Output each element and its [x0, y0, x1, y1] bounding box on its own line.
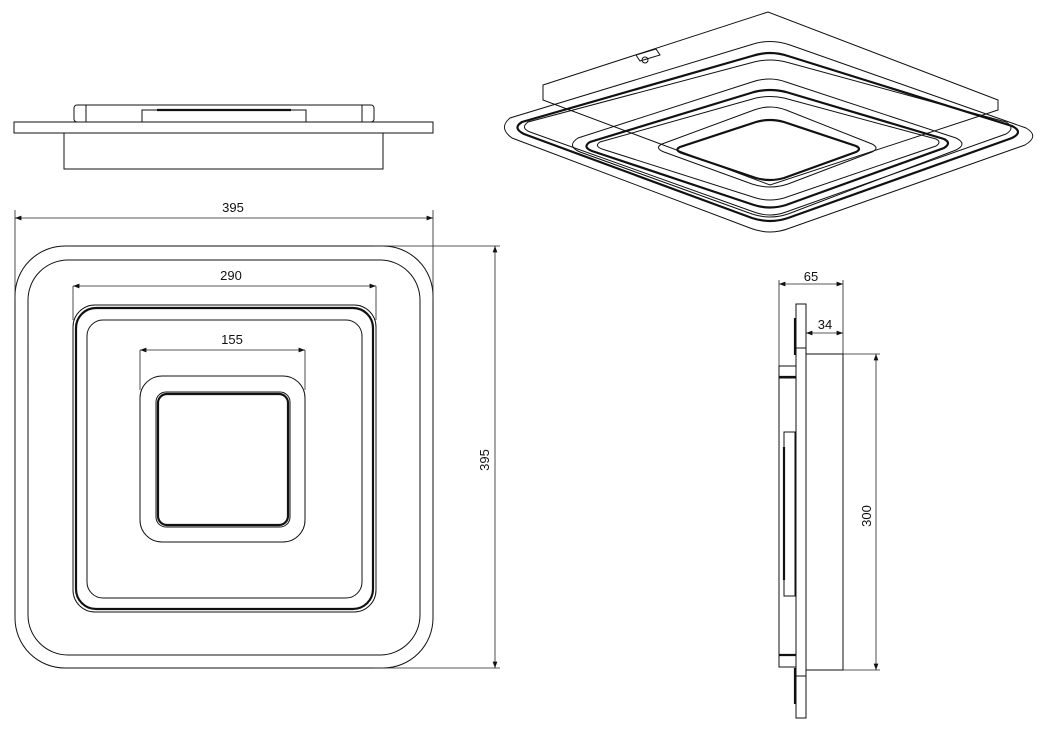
- dimension-top-width: 395: [222, 200, 244, 215]
- top-view: 395 290 155 395: [14, 200, 500, 669]
- front-elevation-view: [13, 104, 434, 170]
- dimension-inner-width: 155: [221, 332, 243, 347]
- dimension-side-body-height: 300: [859, 505, 874, 527]
- dimension-top-height: 395: [477, 449, 492, 471]
- perspective-view: [504, 11, 1034, 233]
- side-view: 65 34 300: [778, 269, 880, 719]
- dimension-side-body-depth: 34: [818, 317, 832, 332]
- dimension-middle-width: 290: [220, 268, 242, 283]
- dimension-side-depth: 65: [804, 269, 818, 284]
